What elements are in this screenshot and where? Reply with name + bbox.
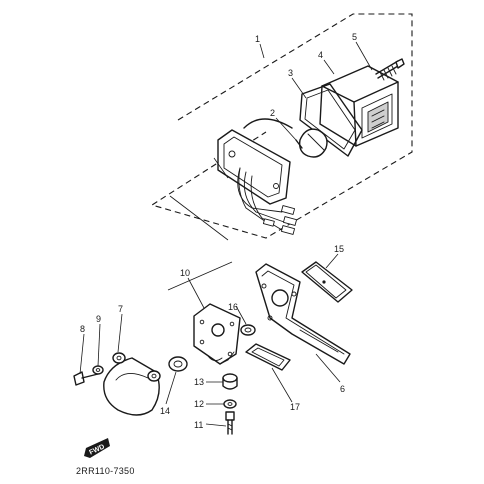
- callout-7: 7: [118, 304, 123, 314]
- reflector-plate[interactable]: [301, 261, 353, 303]
- callout-14: 14: [160, 406, 170, 416]
- license-light-cover[interactable]: [103, 352, 161, 416]
- spacer-collar[interactable]: [222, 373, 238, 390]
- wiring-leads: [237, 167, 298, 235]
- callout-11: 11: [194, 420, 203, 430]
- rubber-grommet[interactable]: [168, 356, 188, 372]
- tail-light-base[interactable]: [217, 118, 293, 205]
- tail-bulb[interactable]: [295, 128, 328, 158]
- tail-lens-housing[interactable]: [319, 65, 399, 147]
- part-code: 2RR110-7350: [76, 466, 135, 476]
- forward-badge-text: FWD: [88, 443, 105, 456]
- callout-16: 16: [228, 302, 238, 312]
- lens-screw[interactable]: [375, 58, 405, 81]
- license-light-lens[interactable]: [245, 343, 291, 371]
- callout-6: 6: [340, 384, 345, 394]
- light-mount-plate[interactable]: [193, 303, 241, 365]
- callout-9: 9: [96, 314, 101, 324]
- callout-leaders: [79, 41, 373, 427]
- callout-5: 5: [352, 32, 357, 42]
- license-bracket[interactable]: [255, 263, 351, 365]
- callout-10: 10: [180, 268, 190, 278]
- callout-1: 1: [255, 34, 260, 44]
- assembly-dashed-outline: [150, 13, 413, 239]
- callout-8: 8: [80, 324, 85, 334]
- callout-13: 13: [194, 377, 204, 387]
- callout-15: 15: [334, 244, 344, 254]
- mount-bolt[interactable]: [225, 411, 235, 435]
- washer[interactable]: [223, 399, 237, 409]
- cover-screw[interactable]: [73, 371, 99, 386]
- mount-nut[interactable]: [240, 324, 256, 336]
- lens-gasket[interactable]: [299, 83, 363, 157]
- callout-labels: 1 2 3 4 5 6 7 8 9 10 11 12 13 14 15 16 1…: [80, 32, 357, 430]
- cover-washer[interactable]: [92, 365, 104, 375]
- forward-direction-badge: FWD: [84, 438, 110, 458]
- callout-2: 2: [270, 108, 275, 118]
- callout-17: 17: [290, 402, 300, 412]
- callout-12: 12: [194, 399, 204, 409]
- callout-3: 3: [288, 68, 293, 78]
- callout-4: 4: [318, 50, 323, 60]
